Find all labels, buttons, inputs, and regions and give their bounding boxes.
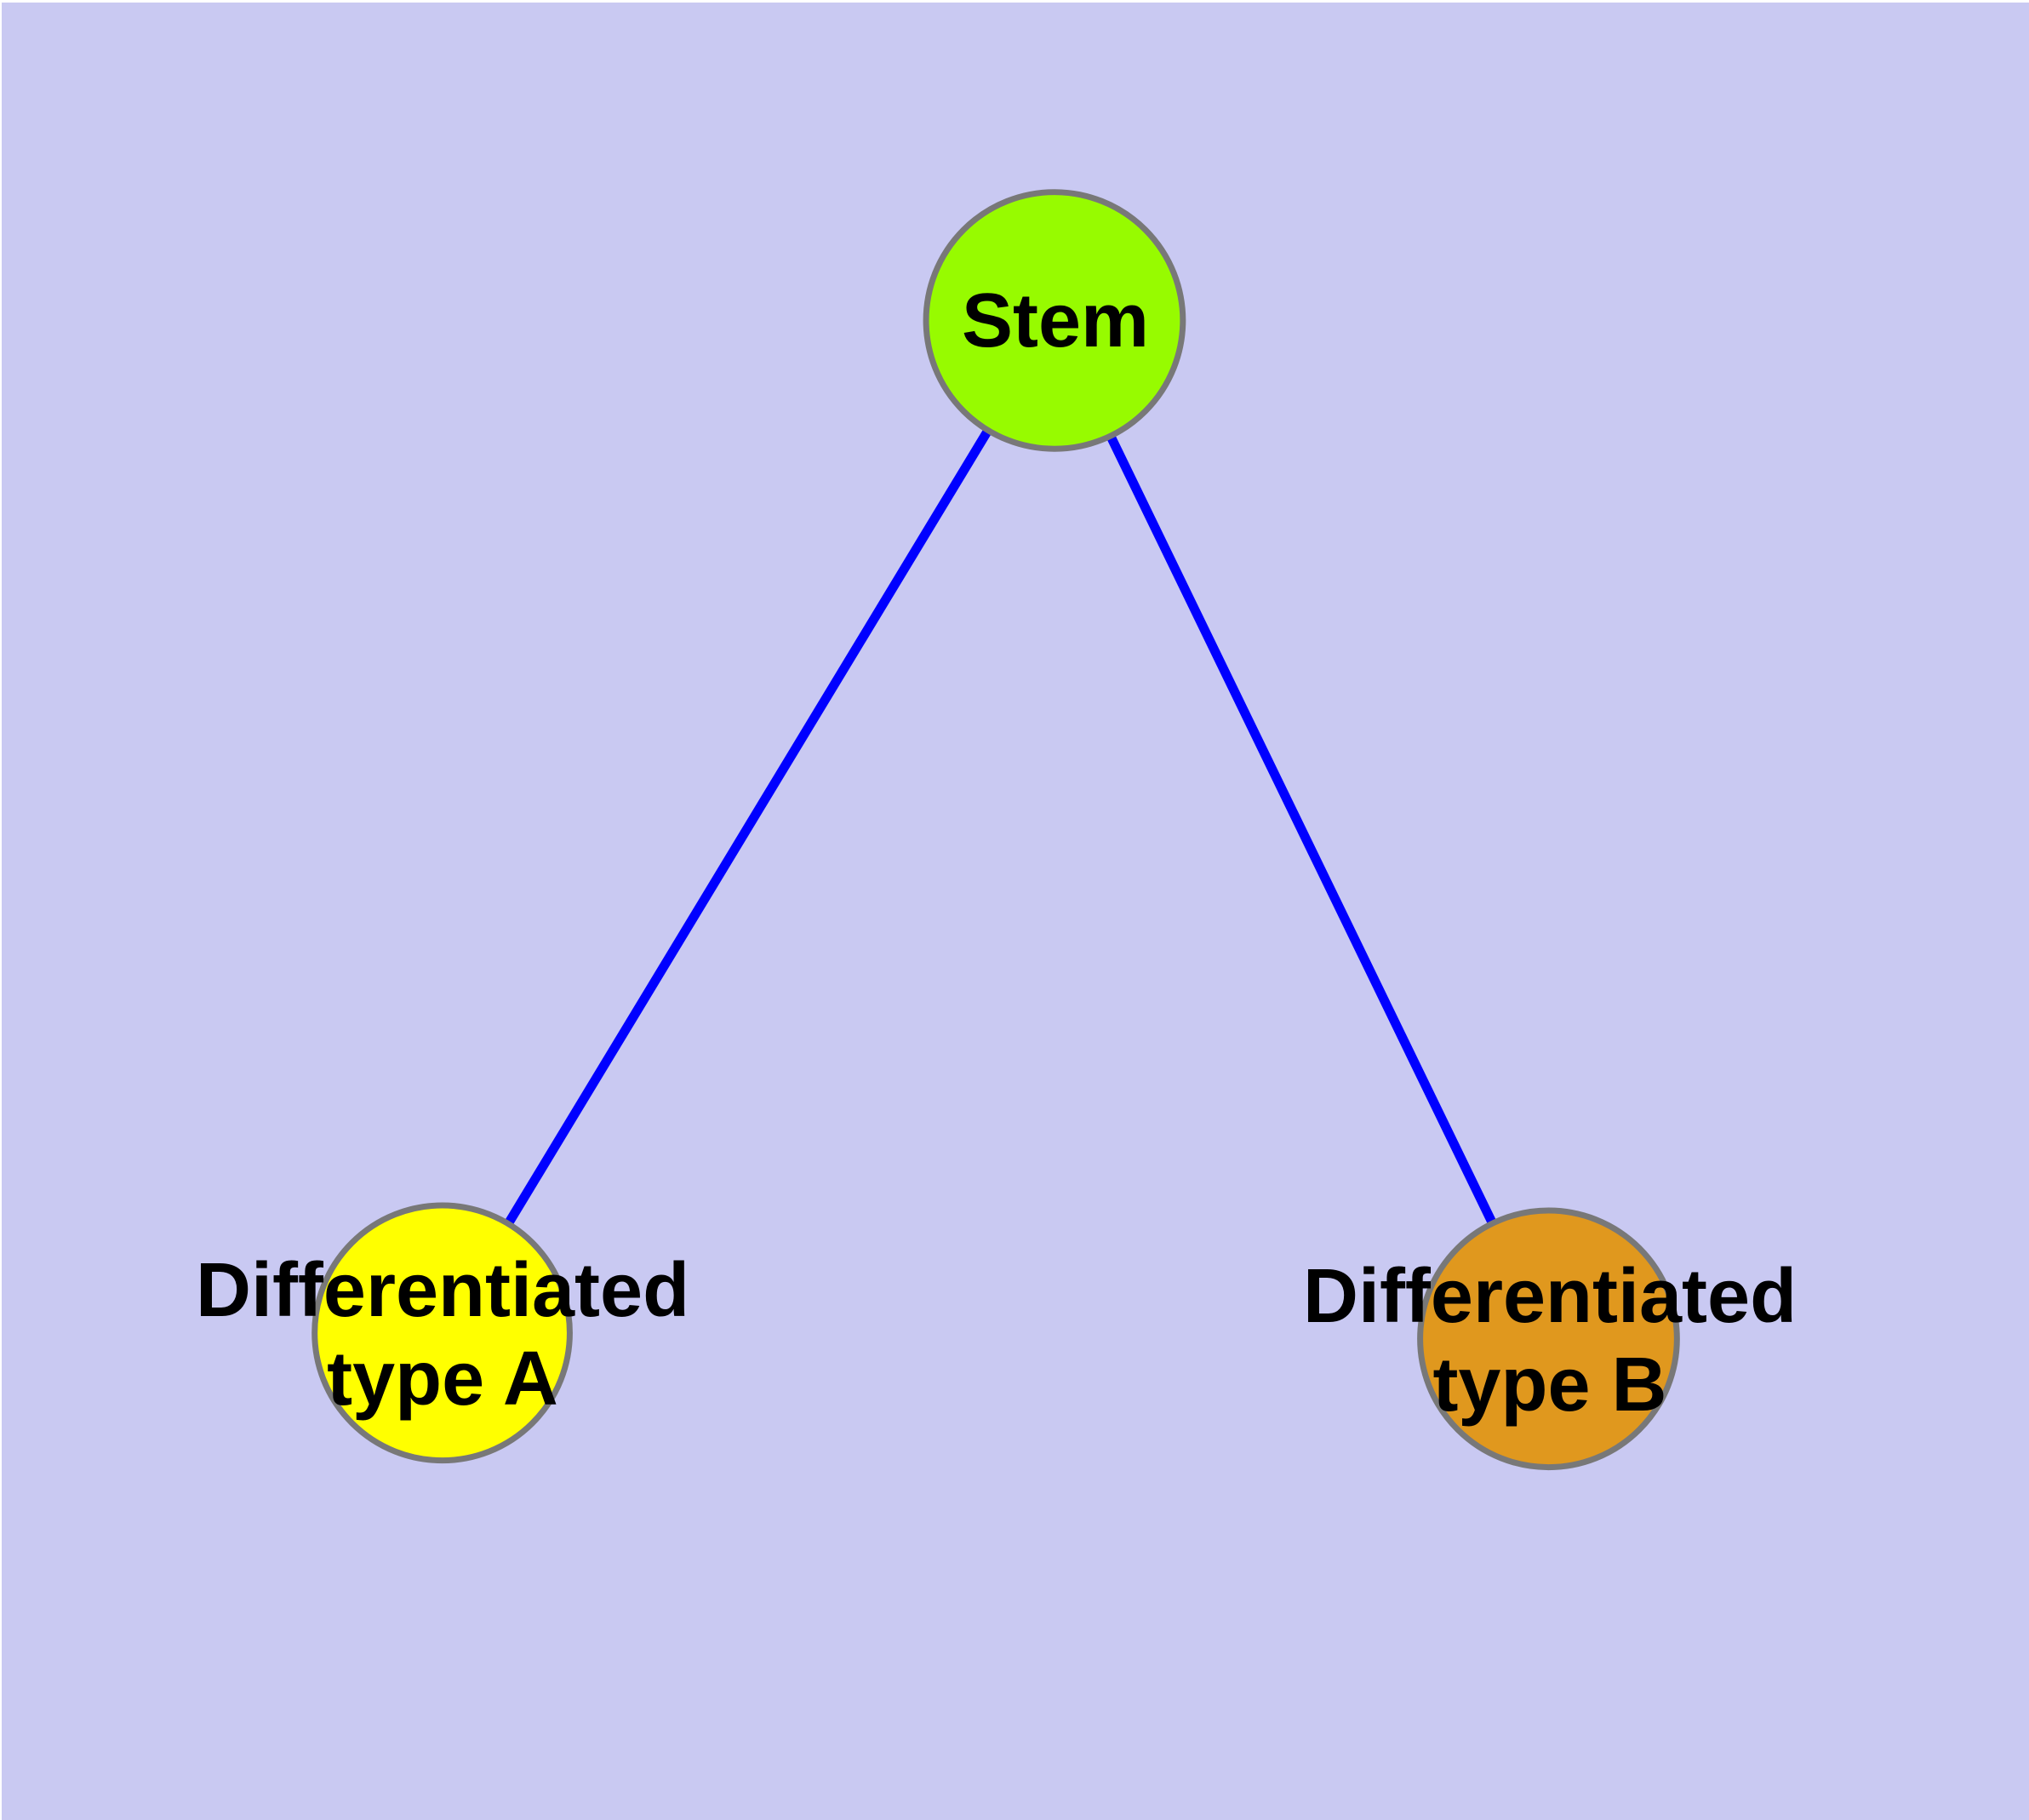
node-circle-differentiated-type-a bbox=[311, 1202, 573, 1464]
edge-stem-differentiated-type-b bbox=[1050, 318, 1553, 1342]
graph-svg bbox=[2, 3, 2029, 1820]
node-circle-stem bbox=[923, 189, 1186, 452]
edge-stem-differentiated-type-a bbox=[437, 318, 1059, 1336]
node-circle-differentiated-type-b bbox=[1417, 1207, 1680, 1471]
